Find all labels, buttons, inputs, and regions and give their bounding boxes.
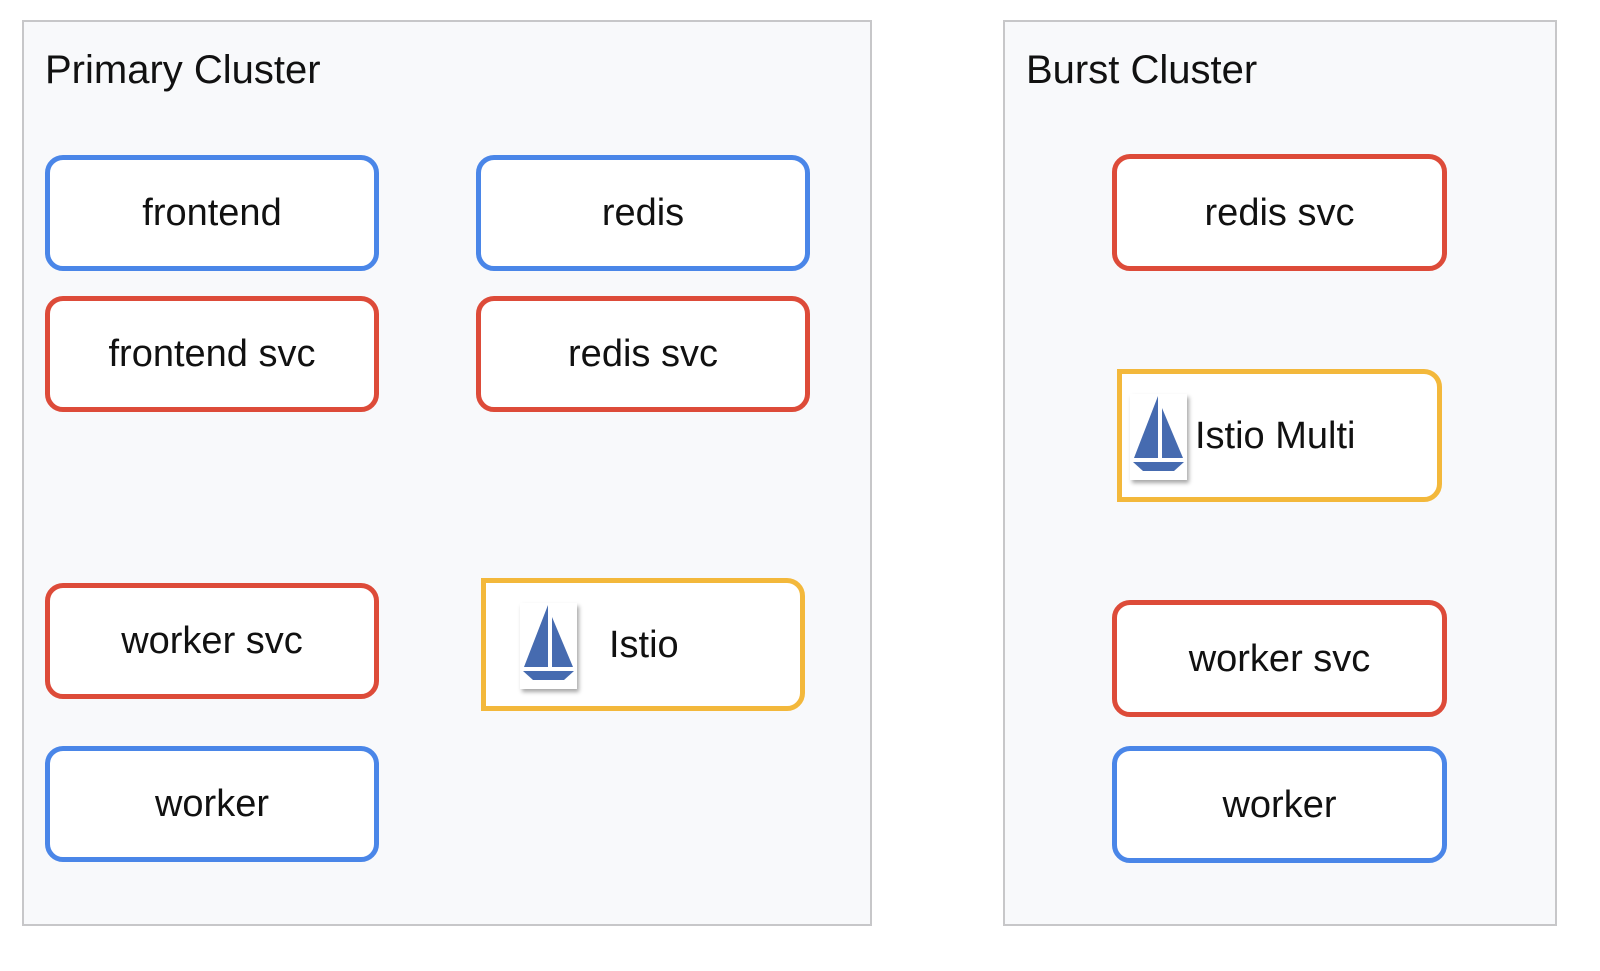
burst-redis-svc-node[interactable]: redis svc xyxy=(1112,154,1447,271)
istio-node[interactable]: Istio xyxy=(481,578,805,711)
istio-sailboat-icon xyxy=(520,603,577,689)
burst-worker-svc-node[interactable]: worker svc xyxy=(1112,600,1447,717)
istio-multi-label: Istio Multi xyxy=(1195,414,1356,457)
redis-svc-node[interactable]: redis svc xyxy=(476,296,810,412)
primary-cluster: Primary Cluster frontend redis frontend … xyxy=(22,20,872,926)
worker-node[interactable]: worker xyxy=(45,746,379,862)
istio-sailboat-icon xyxy=(1130,394,1187,480)
frontend-node[interactable]: frontend xyxy=(45,155,379,271)
worker-svc-node[interactable]: worker svc xyxy=(45,583,379,699)
burst-worker-node[interactable]: worker xyxy=(1112,746,1447,863)
frontend-svc-node[interactable]: frontend svc xyxy=(45,296,379,412)
redis-node[interactable]: redis xyxy=(476,155,810,271)
primary-cluster-title: Primary Cluster xyxy=(45,48,321,92)
burst-cluster: Burst Cluster redis svc Istio Multi work… xyxy=(1003,20,1557,926)
istio-label: Istio xyxy=(609,623,679,666)
istio-multi-node[interactable]: Istio Multi xyxy=(1117,369,1442,502)
burst-cluster-title: Burst Cluster xyxy=(1026,48,1258,92)
